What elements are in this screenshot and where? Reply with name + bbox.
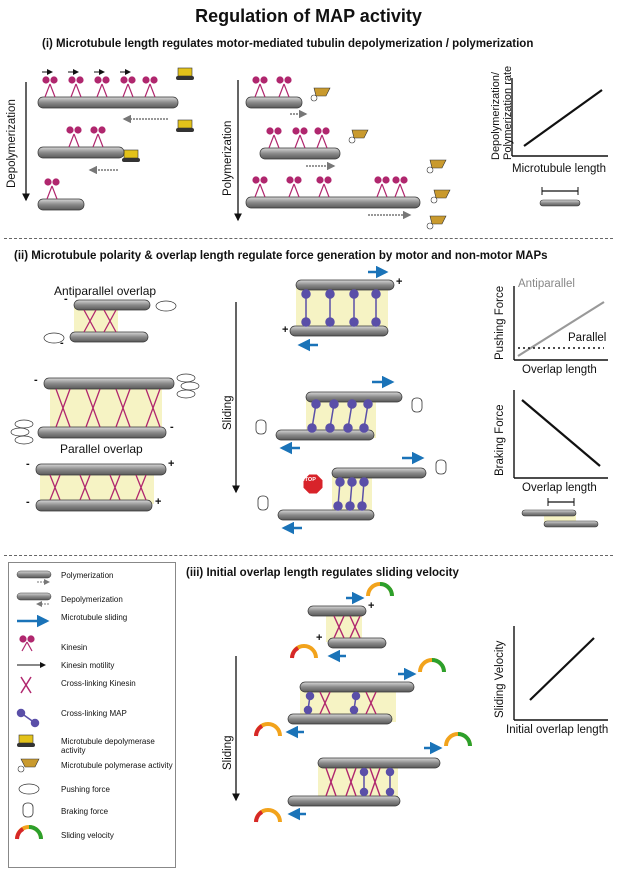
overlap-zone <box>50 388 162 428</box>
microtubule <box>299 681 415 693</box>
cross-linking-kinesin-icon <box>20 676 32 694</box>
polarity-plus: + <box>168 458 175 470</box>
section-divider-1 <box>4 238 613 239</box>
braking-force-ylabel: Braking Force <box>494 404 506 476</box>
braking-hand-icon <box>22 802 34 818</box>
rate-chart-ylabel: Depolymerization/ Polymerization rate <box>490 66 514 160</box>
legend-item-label: Depolymerization <box>61 595 123 604</box>
microtubule <box>73 299 151 311</box>
stop-sign-icon <box>302 473 324 495</box>
kinesin-group <box>42 76 158 98</box>
microtubule <box>259 147 341 160</box>
microtubule <box>327 637 387 649</box>
section1-diagram <box>22 67 608 230</box>
polarity-plus: + <box>155 496 162 508</box>
rate-chart <box>511 78 608 157</box>
polarity-minus: - <box>34 374 38 386</box>
microtubule <box>277 509 375 521</box>
polymerase-wheelbarrow-icon <box>17 758 40 773</box>
legend-item-label: Microtubule polymerase activity <box>61 761 173 770</box>
legend-item-label: Cross-linking MAP <box>61 709 127 718</box>
pushing-force-ylabel: Pushing Force <box>494 285 506 360</box>
microtubule <box>35 499 153 512</box>
legend-item-label: Cross-linking Kinesin <box>61 679 136 688</box>
microtubule <box>245 196 421 209</box>
section3-diagram <box>232 582 608 823</box>
cross-linking-map-group <box>301 289 381 327</box>
polarity-minus: - <box>60 337 64 349</box>
legend-box: Polymerization Depolymerization Microtub… <box>8 562 176 868</box>
microtubule <box>37 96 179 109</box>
legend-item-label: Braking force <box>61 807 109 816</box>
polarity-plus: + <box>396 276 403 288</box>
polarity-minus: - <box>64 293 68 305</box>
polymerization-icon <box>16 570 52 579</box>
microtubule <box>35 463 167 476</box>
microtubule <box>287 713 393 725</box>
speedometer-icon <box>254 582 472 823</box>
microtubule <box>245 96 303 109</box>
overlap-length-icon <box>521 498 599 528</box>
microtubule <box>69 331 149 343</box>
microtubule <box>331 467 427 479</box>
rate-chart-ylabel-line1: Depolymerization/ <box>490 71 502 160</box>
polarity-plus: + <box>282 324 289 336</box>
antiparallel-title: Antiparallel overlap <box>54 284 157 298</box>
microtubule <box>37 146 125 159</box>
microtubule <box>287 795 401 807</box>
legend-item-label: Microtubule depolymerase activity <box>61 737 155 755</box>
legend-item-label: Sliding velocity <box>61 831 114 840</box>
pushing-hand-icon <box>18 783 40 795</box>
legend-item-label: Microtubule sliding <box>61 613 128 622</box>
cross-linking-map-icon <box>16 708 40 728</box>
section-heading-2: (ii) Microtubule polarity & overlap leng… <box>14 250 548 262</box>
length-bar-icon <box>539 187 581 207</box>
page-title: Regulation of MAP activity <box>195 6 422 26</box>
polarity-minus: - <box>26 496 30 508</box>
pushing-hand-icon <box>10 373 200 445</box>
polarity-plus: + <box>368 600 375 612</box>
stop-label: STOP <box>301 477 316 483</box>
parallel-title: Parallel overlap <box>60 442 143 456</box>
microtubule <box>289 325 389 337</box>
braking-hand-icon <box>255 397 447 511</box>
legend-item-label: Pushing force <box>61 785 110 794</box>
depolymerization-icon <box>16 592 52 601</box>
legend-antiparallel: Antiparallel <box>518 278 575 290</box>
legend-item-label: Polymerization <box>61 571 114 580</box>
speedometer-icon <box>15 825 43 840</box>
kinesin-icon <box>19 635 35 652</box>
microtubule <box>43 377 175 390</box>
legend-item-label: Kinesin <box>61 643 88 652</box>
rate-chart-xlabel: Microtubule length <box>512 163 606 175</box>
depolymerase-bulldozer-icon <box>17 734 35 747</box>
legend-item-label: Kinesin motility <box>61 661 115 670</box>
section-heading-1: (i) Microtubule length regulates motor-m… <box>42 38 534 50</box>
polymerase-wheelbarrow-icon <box>310 87 451 230</box>
polarity-minus: - <box>170 421 174 433</box>
microtubule <box>307 605 367 617</box>
pushing-hand-icon <box>43 300 177 344</box>
microtubule <box>37 426 167 439</box>
section-heading-3: (iii) Initial overlap length regulates s… <box>186 567 459 579</box>
velocity-xlabel: Initial overlap length <box>506 724 609 736</box>
velocity-ylabel: Sliding Velocity <box>494 640 506 718</box>
polarity-minus: - <box>26 458 30 470</box>
microtubule <box>37 198 85 211</box>
depolymerase-bulldozer-icon <box>122 67 194 162</box>
braking-force-xlabel: Overlap length <box>522 482 597 494</box>
pushing-force-xlabel: Overlap length <box>522 364 597 376</box>
pushing-force-chart <box>513 286 608 361</box>
section-divider-2 <box>4 555 613 556</box>
braking-force-chart <box>513 390 608 479</box>
microtubule <box>295 279 395 291</box>
rate-chart-ylabel-line2: Polymerization rate <box>502 65 514 160</box>
legend-parallel: Parallel <box>568 332 607 344</box>
section2-diagram <box>10 265 608 535</box>
velocity-chart <box>513 626 608 721</box>
microtubule <box>317 757 441 769</box>
legend-icons <box>15 570 52 840</box>
microtubule <box>275 429 375 441</box>
polarity-plus: + <box>316 632 323 644</box>
